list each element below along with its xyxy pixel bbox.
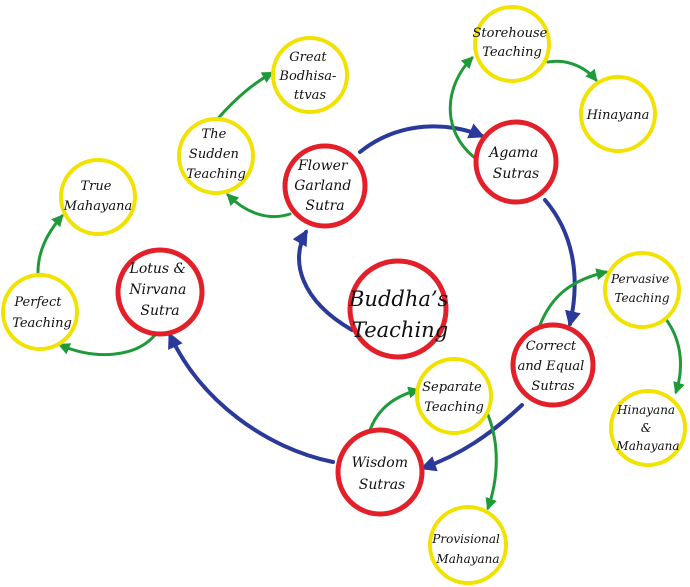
edge-flower-garland-to-agama [358,123,485,154]
node-provisional: Provisional Mahayana [428,505,508,585]
node-wisdom-label: Wisdom Sutras [352,455,413,493]
node-pervasive: Pervasive Teaching [603,251,681,329]
edge-correct-equal-to-wisdom [419,403,524,472]
node-correct-equal: Correct and Equal Sutras [510,322,596,408]
edge-layer [36,56,685,511]
edge-storehouse-to-hinayana [546,59,598,82]
node-agama-label: Agama Sutras [487,145,543,182]
node-buddhas-teaching: Buddha’s Teaching [347,258,455,360]
node-perfect: Perfect Teaching [1,273,79,351]
edge-wisdom-to-lotus-nirvana [168,332,335,464]
node-hinayana-mahayana-label: Hinayana & Mahayana [615,403,679,453]
node-separate-label: Separate Teaching [422,380,486,415]
node-sudden-label: The Sudden Teaching [186,127,246,182]
node-lotus-nirvana: Lotus & Nirvana Sutra [115,247,205,337]
edge-perfect-to-true-mahayana [36,214,64,274]
node-storehouse: Storehouse Teaching [473,5,552,83]
edge-separate-to-provisional [485,413,498,511]
edge-agama-to-storehouse [448,56,477,160]
node-wisdom: Wisdom Sutras [335,427,425,517]
node-pervasive-label: Pervasive Teaching [610,272,673,305]
node-provisional-label: Provisional Mahayana [431,532,503,566]
node-hinayana-label: Hinayana [586,108,650,123]
node-buddhas-teaching-label: Buddha’s Teaching [348,287,455,342]
node-flower-garland: Flower Garland Sutra [282,143,368,229]
node-layer: Buddha’s Teaching Flower Garland Sutra A… [1,5,687,585]
edge-lotus-nirvana-to-perfect [57,333,157,357]
edge-buddhas-teaching-to-flower-garland [292,229,354,332]
edge-agama-to-correct-equal [543,198,581,328]
node-true-mahayana-label: True Mahayana [63,179,132,214]
node-perfect-label: Perfect Teaching [12,295,72,331]
node-great-bodhisattvas-label: Great Bodhisa- ttvas [278,50,340,103]
edge-sudden-to-great-bodhisattvas [213,71,275,124]
node-separate: Separate Teaching [415,357,493,435]
node-agama: Agama Sutras [473,119,559,205]
node-flower-garland-label: Flower Garland Sutra [294,158,355,214]
node-hinayana: Hinayana [579,75,657,153]
node-hinayana-mahayana: Hinayana & Mahayana [609,389,687,467]
edge-wisdom-to-separate [368,386,421,432]
edge-correct-equal-to-pervasive [538,268,609,327]
node-sudden: The Sudden Teaching [177,117,255,195]
node-true-mahayana: True Mahayana [59,158,137,236]
edge-flower-garland-to-sudden [226,193,292,219]
edge-pervasive-to-hinayana-mahayana [663,316,685,395]
node-great-bodhisattvas: Great Bodhisa- ttvas [271,36,349,114]
node-correct-equal-label: Correct and Equal Sutras [518,339,589,394]
node-storehouse-label: Storehouse Teaching [473,26,552,60]
node-lotus-nirvana-label: Lotus & Nirvana Sutra [128,261,191,319]
